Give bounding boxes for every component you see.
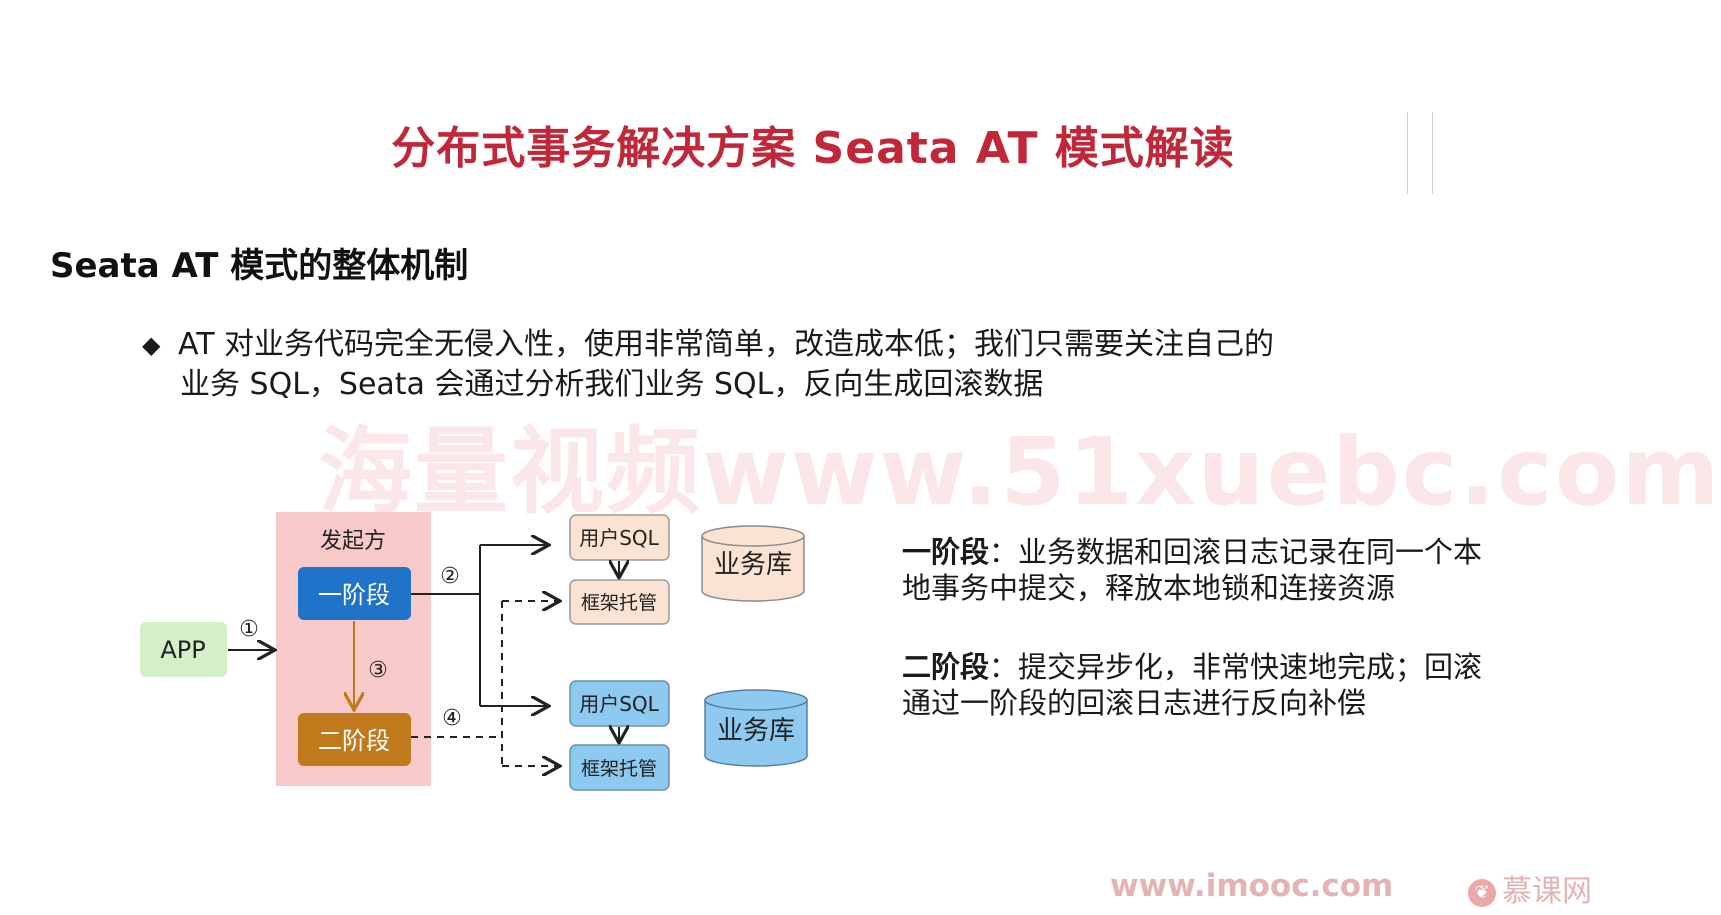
top-framework-label: 框架托管 xyxy=(581,592,657,614)
phase1-description: 一阶段：业务数据和回滚日志记录在同一个本 地事务中提交，释放本地锁和连接资源 xyxy=(902,534,1522,606)
phase1-box xyxy=(298,567,411,620)
flame-icon: ❦ xyxy=(1468,878,1496,907)
db-top-label: 业务库 xyxy=(714,550,792,580)
phase2-desc-line2: 通过一阶段的回滚日志进行反向补偿 xyxy=(902,686,1367,720)
step3-label: ③ xyxy=(368,658,388,683)
phase2-desc-title: 二阶段 xyxy=(902,650,990,684)
phase1-box-label: 一阶段 xyxy=(318,581,390,609)
top-user-sql-label: 用户SQL xyxy=(579,526,659,550)
db-bottom-cylinder xyxy=(704,689,808,767)
phase1-desc-line2: 地事务中提交，释放本地锁和连接资源 xyxy=(902,571,1396,605)
section-subtitle: Seata AT 模式的整体机制 xyxy=(50,246,469,286)
top-framework-box xyxy=(569,579,670,625)
db-top-cylinder xyxy=(701,525,805,602)
at-mechanism-diagram: 发起方 一阶段 二阶段 ③ APP ① ② ④ 用户SQL 框架托管 用户SQL… xyxy=(140,512,808,791)
phase1-desc-line1: ：业务数据和回滚日志记录在同一个本 xyxy=(989,535,1483,569)
db-bottom-label: 业务库 xyxy=(717,716,795,746)
phase2-box xyxy=(298,713,411,766)
phase2-description: 二阶段：提交异步化，非常快速地完成；回滚 通过一阶段的回滚日志进行反向补偿 xyxy=(902,649,1522,721)
divider-line xyxy=(1432,112,1433,194)
bottom-framework-label: 框架托管 xyxy=(581,758,657,780)
step4-label: ④ xyxy=(442,706,462,731)
bullet-line-1: AT 对业务代码完全无侵入性，使用非常简单，改造成本低；我们只需要关注自己的 xyxy=(178,327,1275,362)
divider-line xyxy=(1407,112,1408,194)
diamond-bullet-icon: ◆ xyxy=(142,331,161,359)
footer-url: www.imooc.com xyxy=(1110,868,1394,904)
bottom-framework-box xyxy=(569,744,670,791)
phase2-box-label: 二阶段 xyxy=(318,727,390,755)
initiator-label: 发起方 xyxy=(320,529,386,554)
watermark: 海量视频www.51xuebc.com xyxy=(318,418,1721,527)
app-label: APP xyxy=(160,636,205,664)
bullet-point: ◆ AT 对业务代码完全无侵入性，使用非常简单，改造成本低；我们只需要关注自己的… xyxy=(142,325,1472,405)
footer-logo-text: 慕课网 xyxy=(1502,874,1592,909)
app-box xyxy=(140,622,227,677)
step1-label: ① xyxy=(239,617,259,642)
phase1-desc-title: 一阶段 xyxy=(902,535,990,569)
footer-logo: ❦慕课网 xyxy=(1468,866,1592,910)
slide-title: 分布式事务解决方案 Seata AT 模式解读 xyxy=(391,123,1235,174)
bottom-user-sql-label: 用户SQL xyxy=(579,692,659,716)
phase2-desc-line1: ：提交异步化，非常快速地完成；回滚 xyxy=(989,650,1483,684)
bullet-line-2: 业务 SQL，Seata 会通过分析我们业务 SQL，反向生成回滚数据 xyxy=(180,367,1044,402)
step2-label: ② xyxy=(440,564,460,589)
